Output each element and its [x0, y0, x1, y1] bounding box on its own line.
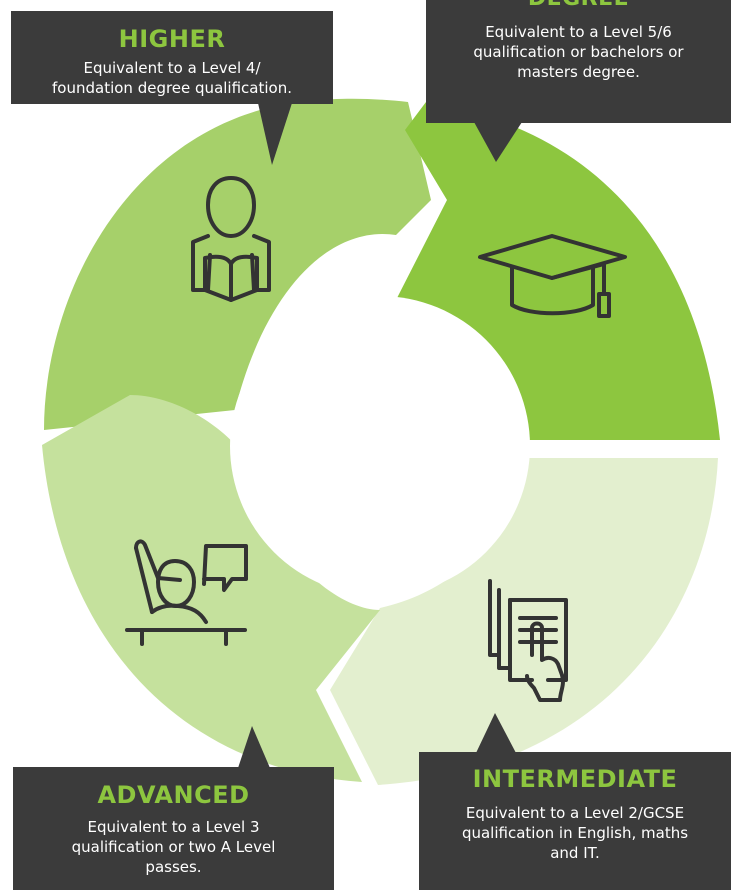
segment-intermediate: [330, 458, 718, 785]
stage-title-advanced: ADVANCED: [97, 781, 250, 809]
card-advanced: ADVANCED Equivalent to a Level 3 qualifi…: [13, 767, 334, 890]
stage-title-intermediate: INTERMEDIATE: [472, 765, 678, 793]
stage-description-higher: Equivalent to a Level 4/ foundation degr…: [52, 59, 292, 97]
card-degree: DEGREE Equivalent to a Level 5/6 qualifi…: [426, 0, 731, 123]
card-higher-pointer: [258, 103, 292, 165]
center-circle: [230, 296, 530, 596]
stage-title-higher: HIGHER: [118, 25, 226, 53]
stage-description-intermediate: Equivalent to a Level 2/GCSE qualificati…: [461, 804, 689, 862]
card-intermediate-pointer: [476, 713, 516, 753]
documents-hand-icon: [488, 579, 568, 702]
stage-title-degree: DEGREE: [426, 0, 731, 10]
card-intermediate: INTERMEDIATE Equivalent to a Level 2/GCS…: [419, 752, 731, 890]
segment-higher: [44, 98, 431, 430]
graduation-cap-icon: [478, 234, 627, 318]
card-advanced-pointer: [238, 726, 270, 768]
card-higher: HIGHER Equivalent to a Level 4/ foundati…: [11, 11, 333, 104]
stage-description-advanced: Equivalent to a Level 3 qualification or…: [71, 818, 276, 876]
stage-description-degree: Equivalent to a Level 5/6 qualification …: [473, 23, 684, 81]
card-degree-pointer: [474, 122, 522, 162]
raised-hand-student-icon: [125, 539, 248, 646]
reading-person-icon: [191, 176, 271, 302]
segment-advanced: [42, 395, 380, 782]
